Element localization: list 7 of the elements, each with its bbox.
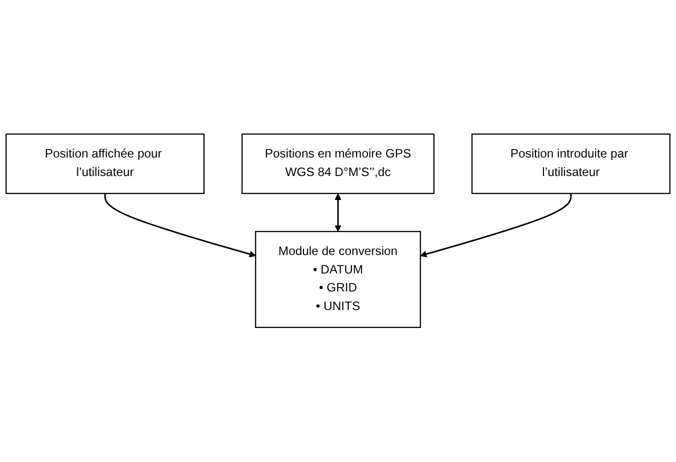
- node-box: Module de conversion • DATUM • GRID • UNITS: [255, 231, 421, 328]
- arrow: [420, 194, 572, 258]
- node-box: Position introduite par l’utilisateur: [471, 134, 670, 194]
- node-box: Positions en mémoire GPS WGS 84 D°M’S’’,dc: [242, 134, 434, 194]
- node-box: Position affichée pour l’utilisateur: [6, 134, 205, 194]
- arrow: [334, 194, 342, 232]
- arrow: [104, 194, 256, 258]
